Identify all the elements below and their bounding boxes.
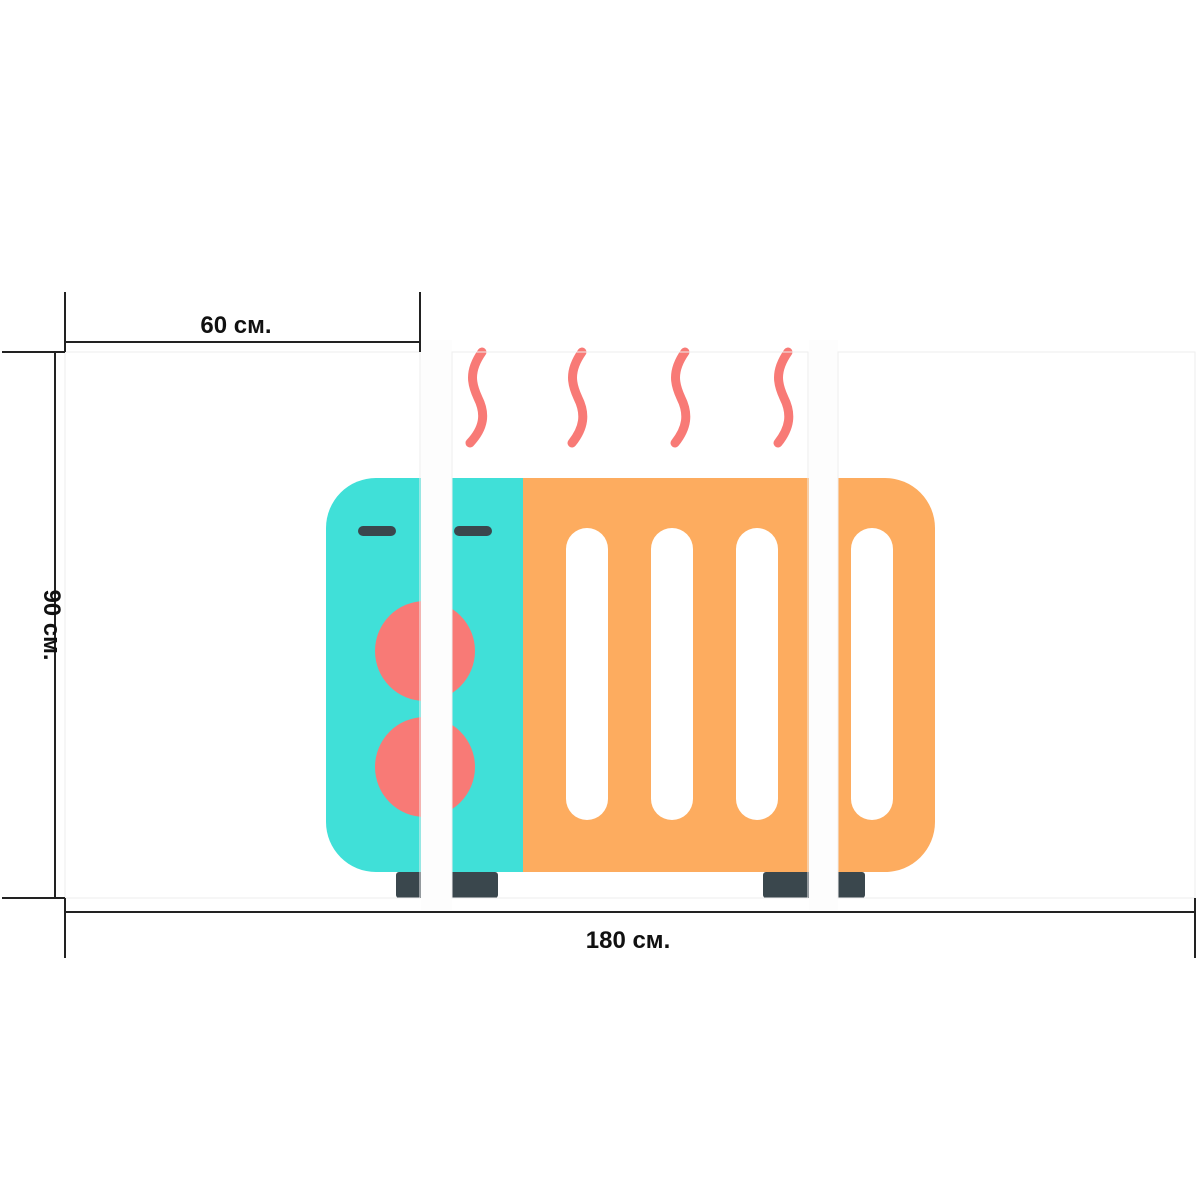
fin-slot bbox=[566, 528, 608, 820]
heat-wave-1 bbox=[465, 347, 488, 448]
fin-slot bbox=[851, 528, 893, 820]
total-width-label: 180 см. bbox=[586, 927, 670, 954]
panel-right bbox=[837, 351, 1196, 899]
heat-waves bbox=[465, 347, 794, 448]
heat-wave-4 bbox=[773, 347, 794, 448]
fin-slot bbox=[651, 528, 693, 820]
heat-wave-3 bbox=[670, 347, 691, 448]
dimension-lines bbox=[2, 292, 1196, 958]
heater-fins bbox=[566, 528, 893, 820]
panel-outlines bbox=[64, 351, 1196, 899]
panel-left bbox=[64, 351, 421, 899]
panel-gap-1 bbox=[421, 340, 452, 910]
indicator-bar bbox=[454, 526, 492, 536]
panel-gap-2 bbox=[809, 340, 838, 910]
panel-width-label: 60 см. bbox=[200, 312, 271, 339]
height-label: 90 см. bbox=[38, 589, 65, 660]
fin-slot bbox=[736, 528, 778, 820]
heat-wave-2 bbox=[567, 347, 588, 448]
indicator-bar bbox=[358, 526, 396, 536]
panel-middle bbox=[451, 351, 809, 899]
heater-artwork bbox=[326, 347, 935, 898]
